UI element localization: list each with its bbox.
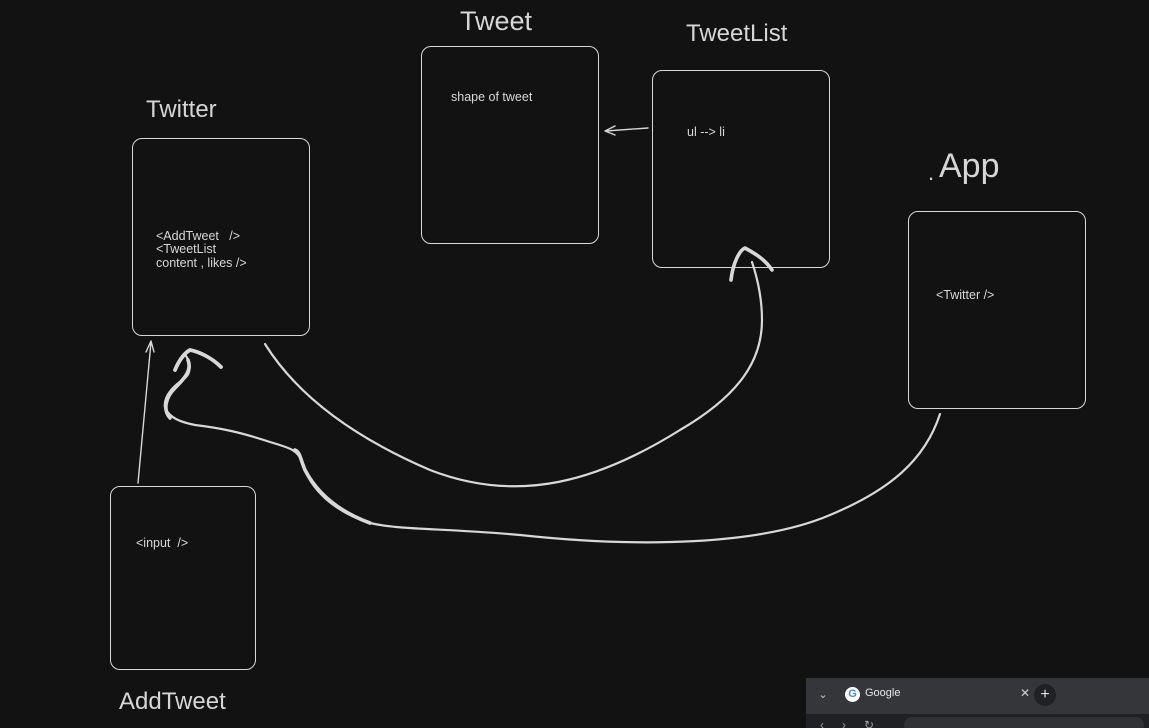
nav-arrows-icon[interactable]: ‹›↻ [820, 718, 893, 728]
twitter-title: Twitter [146, 96, 217, 123]
browser-nav-row: ‹›↻ [806, 714, 1149, 728]
app-title: App [939, 147, 1000, 185]
browser-tabbar: ⌄ Google ✕ + ‹›↻ [806, 678, 1149, 728]
twitter-to-tweetlist-curve [263, 260, 764, 488]
app-box[interactable]: <Twitter /> [908, 211, 1086, 409]
close-icon[interactable]: ✕ [1019, 686, 1030, 700]
tweet-note: shape of tweet [451, 90, 533, 104]
app-to-twitter-thick-segment [293, 448, 372, 525]
app-to-twitter-arrowhead [173, 348, 223, 372]
browser-tab-google[interactable]: Google ✕ [840, 684, 1036, 706]
tweetlist-to-tweet-arrow [605, 127, 649, 132]
tweetlist-box[interactable]: ul --> li [652, 70, 830, 268]
app-to-twitter-thick-loop [164, 358, 191, 420]
app-note: <Twitter /> [936, 288, 995, 302]
addtweet-to-twitter-arrow [137, 341, 152, 484]
addtweet-note: <input /> [136, 536, 189, 550]
twitter-note-line1: <AddTweet /> [156, 229, 241, 243]
tweet-box[interactable]: shape of tweet [421, 46, 599, 244]
address-bar[interactable] [904, 717, 1144, 728]
tweetlist-note: ul --> li [687, 125, 725, 139]
twitter-note-line2: <TweetList [156, 242, 217, 256]
app-dot: . [928, 160, 935, 185]
plus-icon[interactable]: + [1034, 684, 1056, 706]
addtweet-title: AddTweet [119, 688, 226, 715]
tweetlist-to-tweet-arrowhead [604, 125, 616, 136]
addtweet-box[interactable]: <input /> [110, 486, 256, 670]
tweetlist-title: TweetList [686, 20, 788, 47]
chevron-down-icon[interactable]: ⌄ [818, 689, 828, 701]
twitter-note-line3: content , likes /> [156, 256, 247, 270]
twitter-box[interactable]: <AddTweet /> <TweetList content , likes … [132, 138, 310, 336]
tab-title: Google [865, 687, 901, 699]
google-g-icon [845, 687, 860, 702]
addtweet-to-twitter-arrowhead [145, 340, 155, 353]
tweet-title: Tweet [460, 6, 533, 36]
app-to-twitter-curve [163, 354, 942, 544]
